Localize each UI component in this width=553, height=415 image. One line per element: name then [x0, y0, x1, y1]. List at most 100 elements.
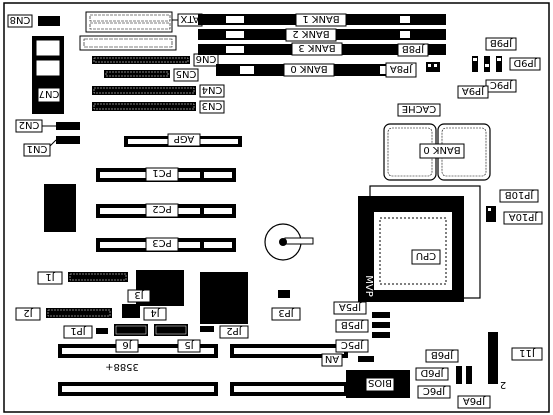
jp10b-label: JP10B — [505, 189, 535, 200]
agp-label: AGP — [174, 133, 194, 144]
jp5b-label: JP5B — [341, 319, 364, 330]
dimm-bank-0: BANK 0 — [216, 63, 416, 77]
bios-label-box — [365, 377, 395, 392]
j2-connector — [46, 308, 112, 318]
mvp-label: MVP — [363, 275, 374, 297]
cache-bank0-label-box — [419, 143, 465, 159]
pc1-label-box — [145, 167, 179, 182]
pc3-label-box — [145, 237, 179, 252]
cn1-label: CN1 — [27, 143, 48, 154]
jp6a-label-box — [457, 395, 491, 409]
jp3-label-box — [271, 307, 301, 321]
io-block — [79, 35, 177, 51]
pc1-label: PC1 — [152, 167, 171, 178]
jp1-jumper — [96, 328, 108, 334]
bios-label: BIOS — [368, 377, 392, 388]
jp9a-label: JP9A — [462, 85, 485, 96]
jp9b-label-box — [485, 37, 517, 51]
atx-label: ATX — [180, 13, 199, 24]
jp3-label: JP3 — [278, 307, 294, 318]
cn3-connector — [92, 102, 196, 111]
pc2-label: PC2 — [152, 203, 171, 214]
j3-label: J3 — [134, 289, 144, 300]
pc3-label: PC3 — [152, 237, 171, 248]
jp6-jumpers — [456, 366, 472, 384]
cn2-connector — [56, 122, 80, 130]
cn6-label: CN6 — [196, 53, 217, 64]
dimm-bank-1: BANK 1 — [198, 13, 446, 27]
jp10a-label: JP10A — [509, 211, 539, 222]
bank3-label-box — [291, 42, 343, 56]
jp10-jumper — [486, 206, 496, 222]
jp8b-label-box — [397, 43, 429, 57]
jp5a-label-box — [333, 301, 367, 315]
cn7-label: CN7 — [39, 88, 60, 99]
bank0-dimm-label: BANK 0 — [290, 63, 327, 74]
jp6b-label-box — [425, 349, 459, 363]
atx-pins — [89, 14, 171, 30]
jp8b-label: JP8B — [402, 43, 425, 54]
jp1-label-box — [63, 325, 93, 339]
j4-label-box — [143, 307, 167, 321]
j5-label: J5 — [184, 339, 194, 350]
cn3-label-box — [199, 100, 225, 114]
jp5-jumpers — [372, 312, 390, 338]
cache-bank0-label: BANK 0 — [423, 144, 460, 155]
part-number-label: 3588+ — [105, 361, 139, 372]
j11-connector — [488, 332, 498, 384]
cn5-label: CN5 — [176, 68, 197, 79]
jp5c-label: JP5C — [341, 339, 364, 350]
jp3-jumper — [278, 290, 290, 298]
jp5b-label-box — [335, 319, 369, 333]
bank3-label: BANK 3 — [298, 42, 335, 53]
jp9d-label-box — [509, 57, 541, 71]
jp10b-label-box — [499, 189, 539, 203]
jp6d-label: JP6D — [420, 367, 444, 378]
bank1-label-box — [295, 13, 347, 27]
atx-power-connector — [85, 11, 173, 33]
jp8-jumper — [426, 62, 440, 72]
j2-label-box — [15, 307, 41, 321]
chip-center-right — [200, 272, 248, 324]
cn4-connector — [92, 86, 196, 95]
j6-label-box — [115, 339, 139, 353]
cn8-label: CN8 — [10, 14, 31, 25]
j6-connector — [114, 324, 148, 336]
jp10a-label-box — [503, 211, 543, 225]
jp8a-label: JP8A — [390, 63, 413, 74]
j3-j4-jumper — [122, 304, 140, 318]
jp9d-label: JP9D — [513, 57, 537, 68]
an-label: AN — [325, 353, 339, 364]
j11-label: J11 — [519, 347, 536, 358]
cn1-connector — [56, 136, 80, 144]
cpu-label: CPU — [416, 250, 436, 261]
j5-label-box — [177, 339, 201, 353]
jp9a-label-box — [457, 85, 489, 99]
j5-connector — [154, 324, 188, 336]
bank2-label: BANK 2 — [292, 28, 329, 39]
j11-label-box — [511, 347, 543, 361]
j1-connector — [68, 272, 128, 282]
battery — [264, 223, 314, 261]
pc2-label-box — [145, 203, 179, 218]
cn5-connector — [104, 70, 170, 78]
j1-label: J1 — [45, 271, 55, 282]
jp9-jumpers — [472, 56, 502, 72]
jp9c-label: JP9C — [490, 79, 513, 90]
agp-label-box — [167, 133, 201, 147]
cn7-label-box — [37, 87, 61, 103]
jp6d-label-box — [415, 367, 449, 381]
jp2-label: JP2 — [226, 325, 242, 336]
bank2-label-box — [285, 28, 337, 42]
bank1-label: BANK 1 — [302, 13, 339, 24]
jp6a-label: JP6A — [463, 395, 486, 406]
jp1-label: JP1 — [70, 325, 86, 336]
pin-one-label: 2 — [500, 379, 506, 390]
cpu-label-box — [411, 249, 441, 265]
j1-label-box — [37, 271, 63, 285]
j6-label: J6 — [122, 339, 132, 350]
an-label-box — [321, 353, 343, 367]
cn6-connector — [92, 56, 190, 64]
j3-label-box — [127, 289, 151, 303]
